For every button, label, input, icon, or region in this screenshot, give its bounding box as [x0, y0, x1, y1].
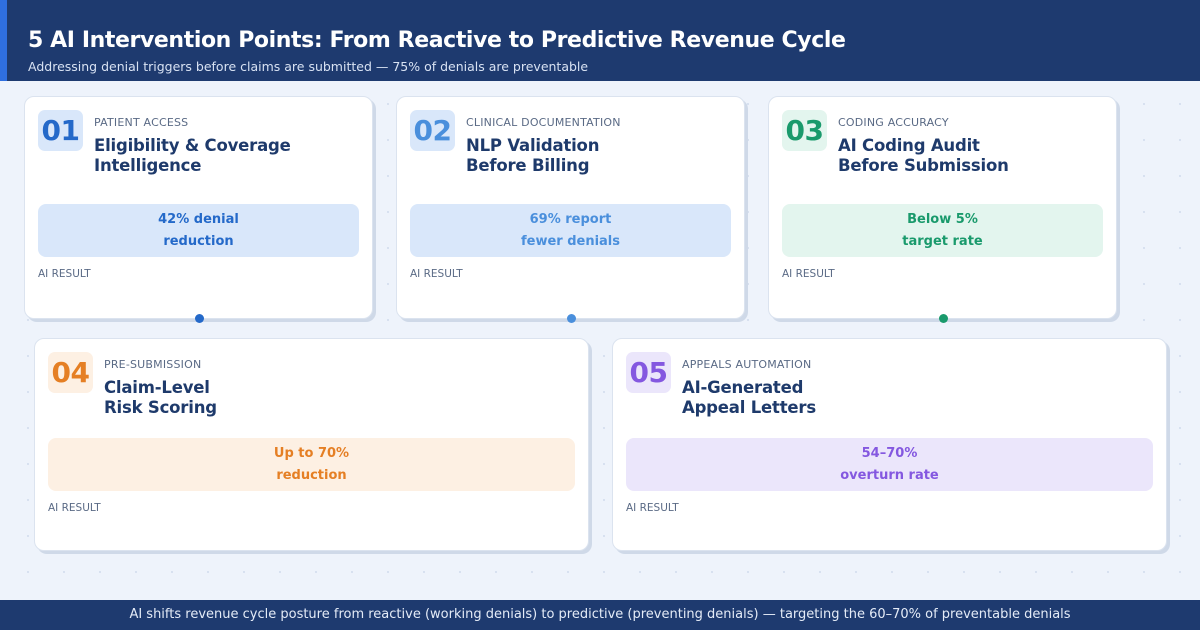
category-label: CODING ACCURACY [838, 116, 949, 129]
header-accent-bar [0, 0, 7, 81]
step-number: 01 [38, 110, 83, 151]
card-title: NLP Validation Before Billing [466, 136, 600, 175]
result-badge: Below 5% target rate [782, 204, 1103, 257]
ai-result-label: AI RESULT [410, 268, 463, 280]
page-subtitle: Addressing denial triggers before claims… [28, 59, 589, 74]
connector-dot [938, 314, 948, 323]
card-title: AI Coding Audit Before Submission [838, 136, 1009, 175]
connector-dot [566, 314, 576, 323]
header-banner: 5 AI Intervention Points: From Reactive … [0, 0, 1200, 81]
result-badge: 54–70% overturn rate [626, 438, 1153, 491]
ai-result-label: AI RESULT [48, 502, 101, 514]
card-title: Claim-Level Risk Scoring [104, 378, 217, 417]
footer-banner: AI shifts revenue cycle posture from rea… [0, 600, 1200, 630]
result-badge: 42% denial reduction [38, 204, 359, 257]
ai-result-label: AI RESULT [782, 268, 835, 280]
card-appeals-automation: 05 APPEALS AUTOMATION AI-Generated Appea… [612, 338, 1167, 551]
card-pre-submission: 04 PRE-SUBMISSION Claim-Level Risk Scori… [34, 338, 589, 551]
category-label: PRE-SUBMISSION [104, 358, 202, 371]
card-title: AI-Generated Appeal Letters [682, 378, 816, 417]
step-number: 05 [626, 352, 671, 393]
card-patient-access: 01 PATIENT ACCESS Eligibility & Coverage… [24, 96, 373, 323]
step-number: 02 [410, 110, 455, 151]
category-label: PATIENT ACCESS [94, 116, 189, 129]
card-clinical-documentation: 02 CLINICAL DOCUMENTATION NLP Validation… [396, 96, 745, 323]
connector-dot [194, 314, 204, 323]
category-label: APPEALS AUTOMATION [682, 358, 812, 371]
ai-result-label: AI RESULT [38, 268, 91, 280]
category-label: CLINICAL DOCUMENTATION [466, 116, 621, 129]
card-coding-accuracy: 03 CODING ACCURACY AI Coding Audit Befor… [768, 96, 1117, 323]
result-badge: 69% report fewer denials [410, 204, 731, 257]
card-title: Eligibility & Coverage Intelligence [94, 136, 291, 175]
ai-result-label: AI RESULT [626, 502, 679, 514]
step-number: 04 [48, 352, 93, 393]
result-badge: Up to 70% reduction [48, 438, 575, 491]
page-title: 5 AI Intervention Points: From Reactive … [28, 28, 846, 53]
step-number: 03 [782, 110, 827, 151]
